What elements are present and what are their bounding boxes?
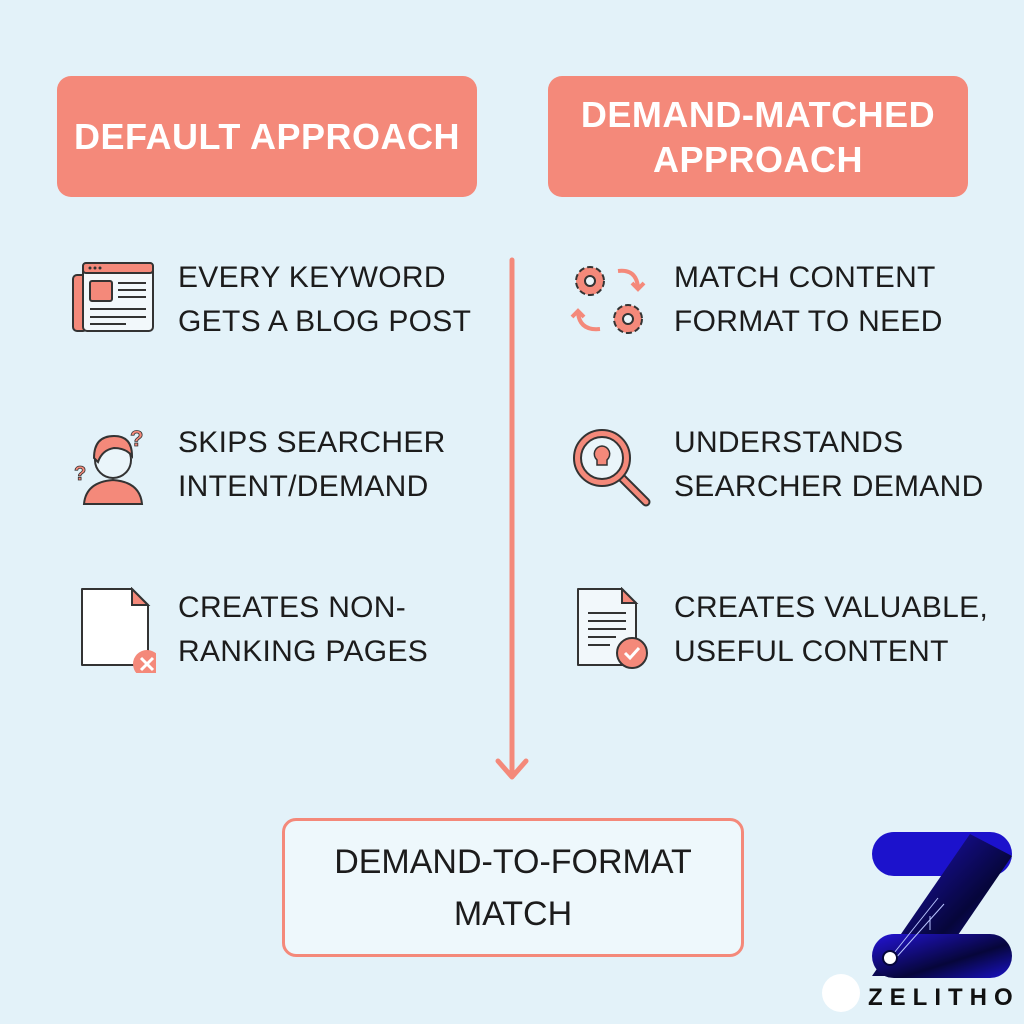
default-approach-header: DEFAULT APPROACH [57, 76, 477, 197]
left-item-1-text: EVERY KEYWORD GETS A BLOG POST [178, 261, 472, 338]
logo-brand-text: ZELITHO [868, 984, 1020, 1011]
right-item-1: MATCH CONTENT FORMAT TO NEED [566, 256, 943, 344]
confused-person-icon: ? ? [74, 426, 144, 505]
left-item-2: ? ? SKIPS SEARCHER INTENT/DEMAND [70, 421, 446, 509]
left-item-1: EVERY KEYWORD GETS A BLOG POST [70, 256, 471, 344]
decorative-dot [822, 974, 860, 1012]
magnifier-lightbulb-icon [573, 429, 651, 507]
left-item-3: CREATES NON- RANKING PAGES [70, 586, 428, 674]
left-item-3-text: CREATES NON- RANKING PAGES [178, 591, 429, 668]
right-item-3: CREATES VALUABLE, USEFUL CONTENT [566, 586, 988, 674]
left-item-2-text: SKIPS SEARCHER INTENT/DEMAND [178, 426, 446, 503]
gears-cycle-icon [570, 266, 646, 334]
right-item-1-text: MATCH CONTENT FORMAT TO NEED [674, 261, 943, 338]
zelitho-logo [872, 832, 1012, 978]
result-box: DEMAND-TO-FORMAT MATCH [282, 818, 744, 957]
right-item-2-text: UNDERSTANDS SEARCHER DEMAND [674, 426, 984, 503]
down-arrow [495, 257, 529, 780]
document-check-icon [577, 587, 648, 669]
newspaper-icon [72, 262, 154, 332]
svg-text:?: ? [130, 426, 143, 451]
blank-page-x-icon [81, 587, 156, 673]
right-item-2: UNDERSTANDS SEARCHER DEMAND [566, 421, 984, 509]
right-item-3-text: CREATES VALUABLE, USEFUL CONTENT [674, 591, 989, 668]
svg-text:?: ? [74, 463, 86, 485]
demand-matched-header: DEMAND-MATCHED APPROACH [548, 76, 968, 197]
